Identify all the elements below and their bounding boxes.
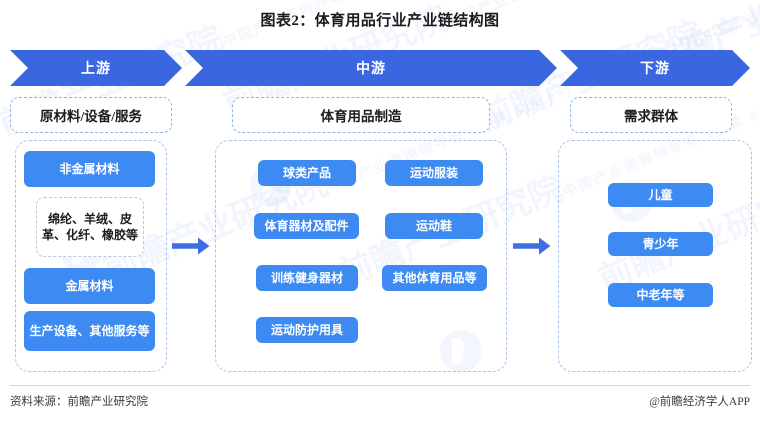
- arrow-upstream-to-midstream: [172, 237, 210, 255]
- midstream-item-left-0-label: 球类产品: [282, 165, 331, 180]
- downstream-item-2-label: 中老年等: [636, 287, 685, 302]
- downstream-container: [558, 140, 752, 372]
- brand-credit: @前瞻经济学人APP: [649, 396, 750, 408]
- upstream-item-2-label: 金属材料: [65, 278, 114, 293]
- midstream-item-right-1-label: 运动鞋: [415, 218, 452, 233]
- upstream-header: 原材料/设备/服务: [10, 97, 172, 133]
- downstream-header: 需求群体: [570, 97, 732, 133]
- arrow-right-icon: [172, 237, 210, 255]
- banner-segment-downstream[interactable]: 下游: [560, 50, 750, 86]
- downstream-header-label: 需求群体: [624, 109, 678, 124]
- arrow-right-icon: [513, 237, 551, 255]
- upstream-item-2[interactable]: 金属材料: [24, 268, 155, 304]
- upstream-item-0[interactable]: 非金属材料: [24, 151, 155, 187]
- banner-segment-midstream[interactable]: 中游: [185, 50, 557, 86]
- source-note: 资料来源：前瞻产业研究院: [10, 396, 148, 408]
- upstream-header-label: 原材料/设备/服务: [39, 109, 142, 124]
- midstream-item-right-2[interactable]: 其他体育用品等: [382, 265, 487, 291]
- upstream-item-1[interactable]: 绵纶、羊绒、皮革、化纤、橡胶等: [36, 197, 144, 257]
- midstream-item-left-3-label: 运动防护用具: [270, 322, 343, 337]
- downstream-item-1[interactable]: 青少年: [608, 232, 713, 256]
- banner-segment-upstream-label: 上游: [81, 61, 111, 77]
- page-title: 图表2：体育用品行业产业链结构图: [260, 13, 500, 29]
- midstream-item-right-0[interactable]: 运动服装: [385, 160, 483, 186]
- upstream-item-1-label: 绵纶、羊绒、皮革、化纤、橡胶等: [41, 211, 138, 242]
- midstream-item-left-0[interactable]: 球类产品: [258, 160, 356, 186]
- midstream-header-label: 体育用品制造: [320, 109, 402, 124]
- banner-segment-upstream[interactable]: 上游: [10, 50, 182, 86]
- upstream-item-0-label: 非金属材料: [59, 161, 120, 176]
- downstream-item-0-label: 儿童: [648, 187, 673, 202]
- downstream-item-2[interactable]: 中老年等: [608, 283, 713, 307]
- midstream-item-left-2[interactable]: 训练健身器材: [256, 265, 358, 291]
- midstream-item-left-1-label: 体育器材及配件: [264, 218, 349, 233]
- downstream-item-1-label: 青少年: [642, 236, 679, 251]
- arrow-midstream-to-downstream: [513, 237, 551, 255]
- downstream-item-0[interactable]: 儿童: [608, 183, 713, 207]
- banner-segment-downstream-label: 下游: [640, 61, 670, 77]
- midstream-item-left-1[interactable]: 体育器材及配件: [254, 213, 359, 239]
- value-chain-banner: 上游 中游 下游: [10, 50, 750, 86]
- banner-segment-midstream-label: 中游: [356, 61, 386, 77]
- footer-divider: [10, 385, 750, 386]
- upstream-item-3[interactable]: 生产设备、其他服务等: [24, 311, 155, 351]
- upstream-item-3-label: 生产设备、其他服务等: [29, 323, 150, 338]
- midstream-header: 体育用品制造: [232, 97, 490, 133]
- midstream-item-right-1[interactable]: 运动鞋: [385, 213, 483, 239]
- midstream-item-left-3[interactable]: 运动防护用具: [256, 317, 358, 343]
- midstream-container: [215, 140, 507, 372]
- midstream-item-left-2-label: 训练健身器材: [270, 270, 343, 285]
- midstream-item-right-0-label: 运动服装: [409, 165, 458, 180]
- midstream-item-right-2-label: 其他体育用品等: [392, 270, 477, 285]
- upstream-container: [15, 140, 167, 372]
